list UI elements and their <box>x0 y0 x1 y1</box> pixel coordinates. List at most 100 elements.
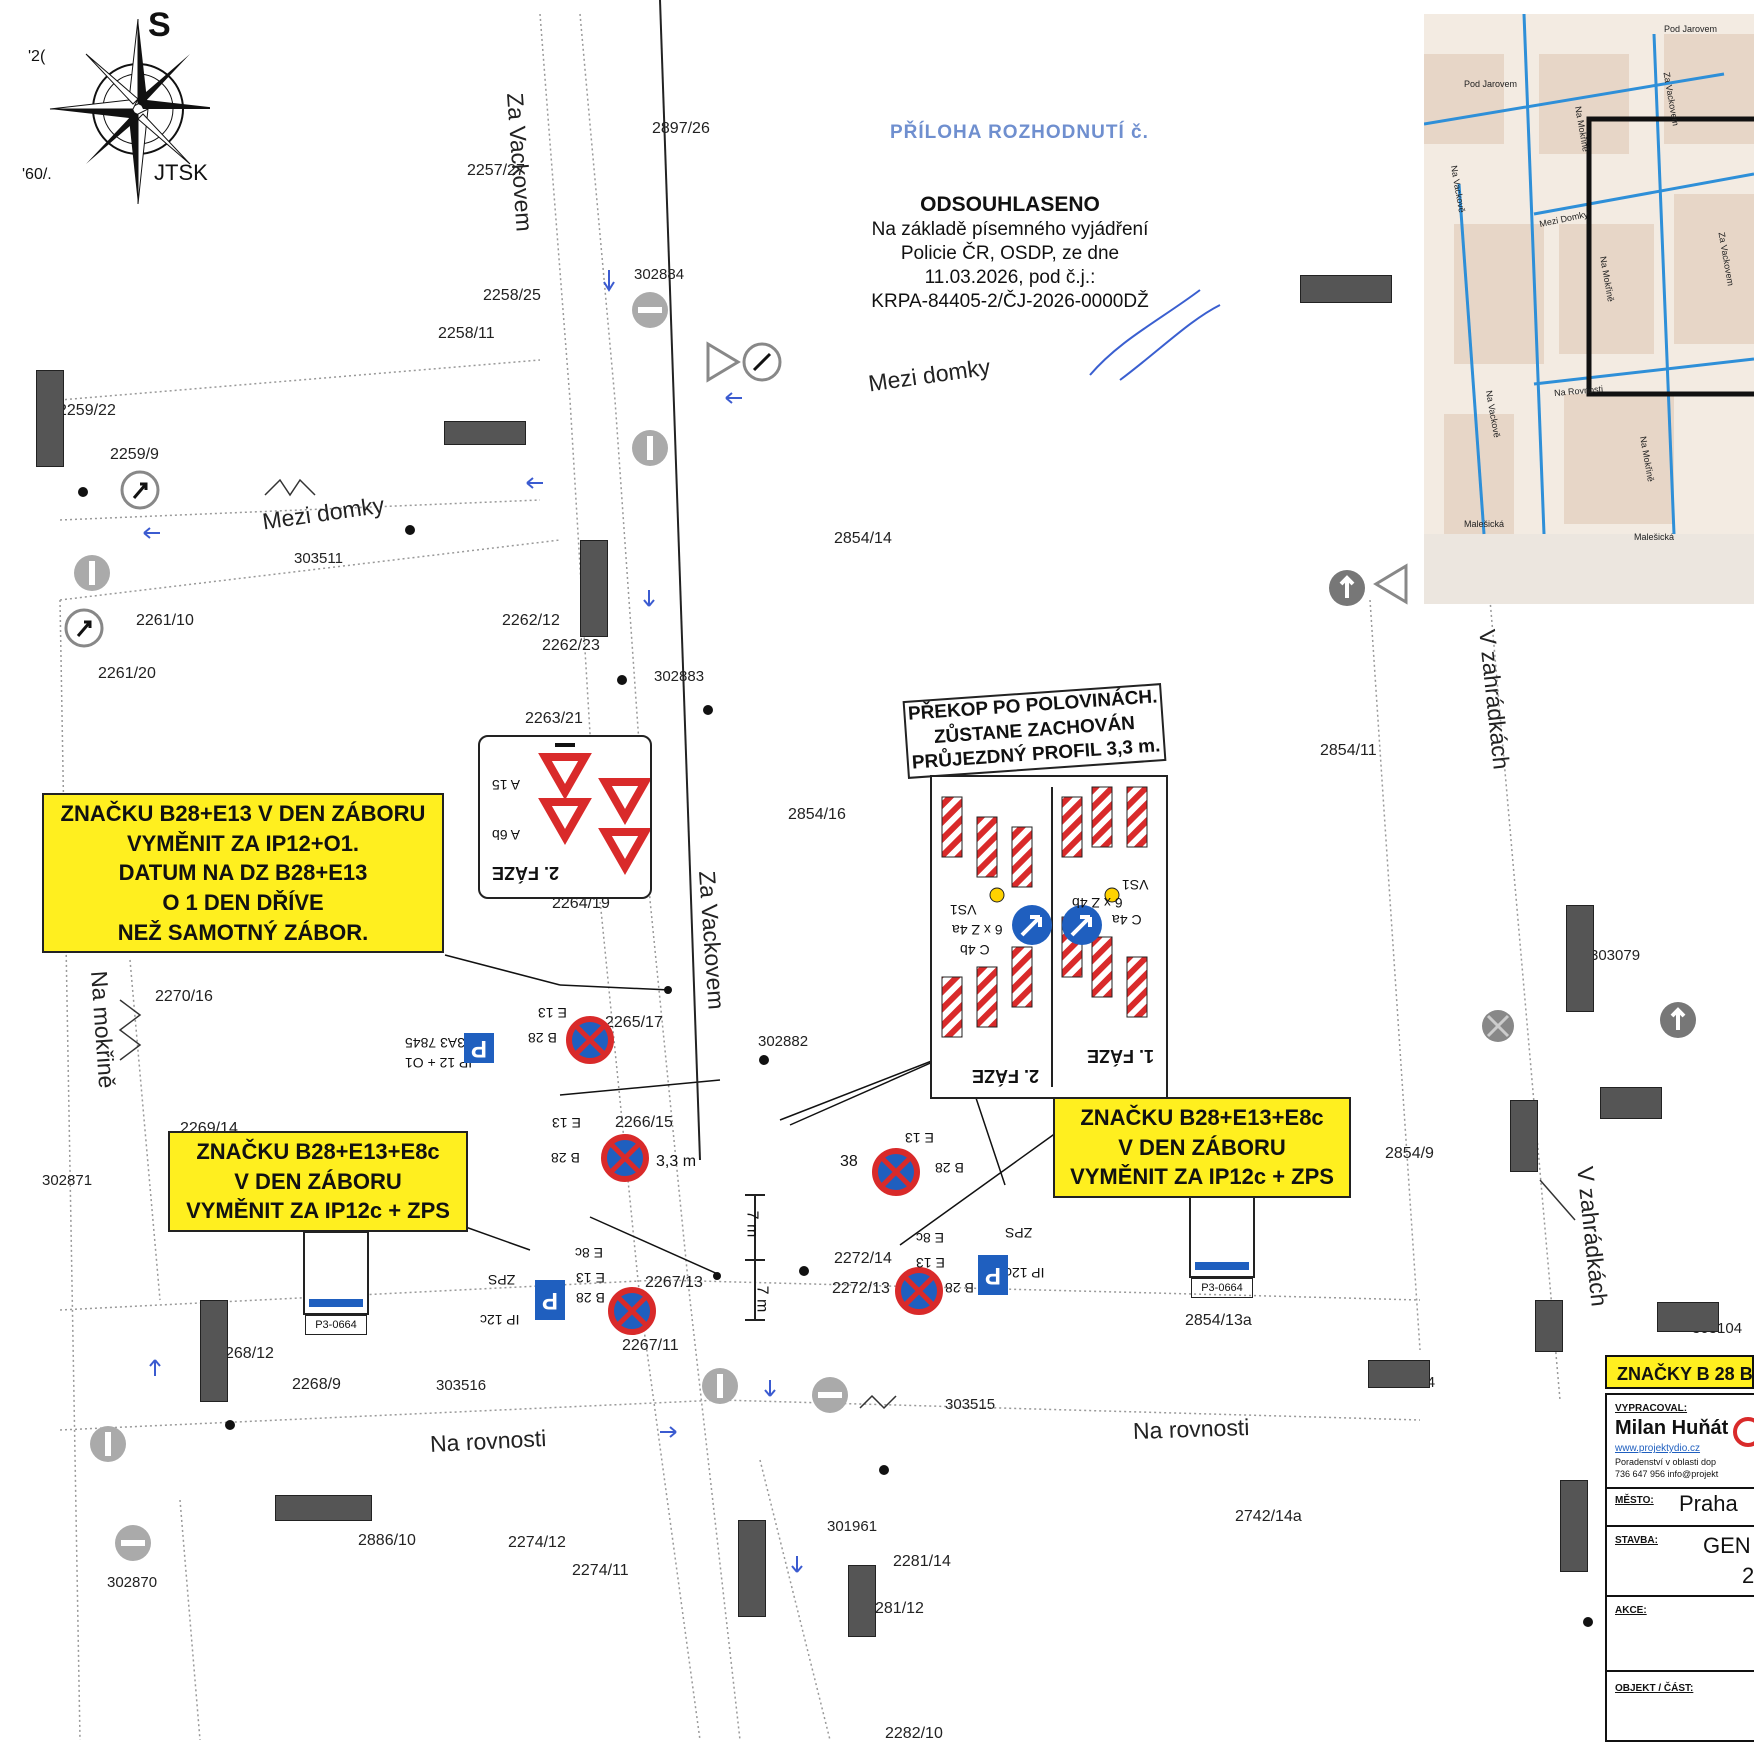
parcel-number: 2272/13 <box>832 1280 890 1297</box>
parking-zone-pole-sign <box>200 1300 228 1402</box>
sign-code-label: B 28 <box>576 1290 605 1306</box>
cancelled-sign-icon <box>1482 1010 1514 1042</box>
no-stopping-sign-icon <box>895 1267 943 1315</box>
parking-zone-pole-sign <box>1300 275 1392 303</box>
phase-diagram: 2. FÁZE 1. FÁZE VS1 6 x Z 4a C 4b VS1 6 … <box>930 775 1168 1099</box>
edge-label: '60/. <box>22 166 52 183</box>
note-line: V DEN ZÁBORU <box>234 1168 402 1194</box>
sign-code-label: E 13 <box>576 1270 605 1286</box>
phase2-signs-box: A 15 A 6b 2. FÁZE <box>478 735 652 899</box>
sign-code-label: A 15 <box>492 777 521 793</box>
no-stopping-sign-icon <box>566 1016 614 1064</box>
survey-point: 303079 <box>1590 947 1641 964</box>
parking-zone-pole-sign <box>1368 1360 1430 1388</box>
turn-sign-icon <box>120 470 160 510</box>
parcel-number: 2282/10 <box>885 1725 943 1742</box>
sign-code-label: 6 x Z 4a <box>952 922 1003 938</box>
parking-zone-pole-sign <box>1535 1300 1563 1352</box>
sign-code-label: C 4a <box>1112 912 1142 928</box>
author-name: Milan Huňát <box>1615 1417 1729 1439</box>
parcel-number: 2257/27 <box>467 162 525 179</box>
overview-map: Pod Jarovem Pod Jarovem Na Mokřině Za Va… <box>1424 14 1754 604</box>
note-line: VYMĚNIT ZA IP12c + ZPS <box>1070 1164 1334 1190</box>
parcel-number: 2258/11 <box>438 325 495 342</box>
parcel-number: 2265/17 <box>605 1014 663 1031</box>
sign-code-label: ZPS <box>1005 1225 1033 1241</box>
survey-point: 303515 <box>945 1396 996 1413</box>
parcel-number: 2854/14 <box>834 530 892 547</box>
compass-rose-icon <box>49 18 210 205</box>
approval-line: KRPA-84405-2/ČJ-2026-0000DŽ <box>871 290 1149 312</box>
sign-code-label: E 13 <box>552 1115 581 1131</box>
parcel-number: 268/12 <box>225 1345 274 1362</box>
parcel-number: 2261/10 <box>136 612 194 629</box>
parking-zone-pole-sign <box>444 421 526 445</box>
parcel-number: 2262/12 <box>502 612 560 629</box>
title-block-label: MĚSTO: <box>1615 1495 1654 1506</box>
parking-zone-pole-sign <box>738 1520 766 1617</box>
parcel-number: 2886/10 <box>358 1532 416 1549</box>
sign-code-label: IP 12c <box>1005 1265 1045 1281</box>
overview-street-label: Malešická <box>1634 532 1675 542</box>
compass-system-label: JTSK <box>154 160 208 185</box>
overview-street-label: Pod Jarovem <box>1464 79 1518 89</box>
parcel-number: 2263/21 <box>525 710 583 727</box>
survey-point: 303516 <box>436 1377 487 1394</box>
survey-point: 302871 <box>42 1172 93 1189</box>
author-contact: 736 647 956 info@projekt <box>1615 1469 1719 1479</box>
parcel-number: 2259/22 <box>58 402 116 419</box>
parcel-number: 2261/20 <box>98 665 156 682</box>
parcel-number: 2262/23 <box>542 637 600 654</box>
author-description: Poradenství v oblasti dop <box>1615 1457 1717 1467</box>
parcel-number: 2266/15 <box>615 1114 673 1131</box>
build-value: 2 <box>1742 1563 1754 1588</box>
sign-code-label: VS1 <box>1122 877 1149 893</box>
phase-label: 2. FÁZE <box>492 863 560 883</box>
yield-signs-icon <box>538 743 650 876</box>
parking-sign-icon: P <box>978 1255 1008 1295</box>
note-line: ZNAČKU B28+E13+E8c <box>196 1139 440 1164</box>
approval-line: 11.03.2026, pod č.j.: <box>924 266 1096 288</box>
parcel-number: 281/12 <box>875 1600 924 1617</box>
no-entry-sign-icon <box>90 1426 126 1462</box>
survey-point: 302883 <box>654 668 705 685</box>
sign-code-label: E 13 <box>905 1130 934 1146</box>
parcel-number: 2854/13a <box>1185 1312 1252 1329</box>
parking-sign-icon: P <box>535 1280 565 1320</box>
parking-zone-pole-sign <box>848 1565 876 1637</box>
survey-point: 303511 <box>294 550 343 567</box>
parcel-number: 2259/9 <box>110 446 159 463</box>
zone-plate: P3-0664 <box>1189 1196 1255 1298</box>
parking-zone-pole-sign <box>1657 1302 1719 1332</box>
attachment-stamp: PŘÍLOHA ROZHODNUTÍ č. <box>890 122 1149 143</box>
yield-and-direction-sign-icon <box>706 341 782 383</box>
sign-code-label: VS1 <box>950 902 977 918</box>
parcel-number: 2854/9 <box>1385 1145 1434 1162</box>
phase-label: 2. FÁZE <box>972 1066 1040 1086</box>
note-line: ZNAČKU B28+E13+E8c <box>1080 1105 1324 1130</box>
note-line: O 1 DEN DŘÍVE <box>162 890 324 916</box>
sign-code-label: 3A3 7845 <box>405 1035 465 1051</box>
parcel-number: 2267/13 <box>645 1274 703 1291</box>
phase-diagram-drawing <box>941 786 1148 1087</box>
parking-zone-pole-sign <box>1600 1087 1662 1119</box>
no-entry-sign-icon <box>74 555 110 591</box>
title-block: VYPRACOVAL: Milan Huňát www.projektydio.… <box>1605 1393 1754 1742</box>
note-left-bottom: ZNAČKU B28+E13+E8c V DEN ZÁBORU VYMĚNIT … <box>168 1131 468 1233</box>
approval-line: Policie ČR, OSDP, ze dne <box>900 243 1120 264</box>
sign-code-label: 38 <box>840 1153 858 1170</box>
note-line: DATUM NA DZ B28+E13 <box>118 860 368 886</box>
police-approval-block: ODSOUHLASENO Na základě písemného vyjádř… <box>840 192 1180 313</box>
parcel-number: 2267/11 <box>622 1337 679 1354</box>
sign-code-label: B 28 <box>945 1280 974 1296</box>
parking-zone-pole-sign <box>36 370 64 467</box>
sign-code-label: B 28 <box>935 1160 964 1176</box>
no-stopping-sign-icon <box>601 1134 649 1182</box>
edge-label: '2( <box>28 48 46 65</box>
no-stopping-sign-icon <box>608 1287 656 1335</box>
sign-code-label: IP 12 + O1 <box>405 1055 473 1071</box>
title-block-label: OBJEKT / ČÁST: <box>1615 1683 1694 1694</box>
no-entry-sign-icon <box>702 1368 738 1404</box>
